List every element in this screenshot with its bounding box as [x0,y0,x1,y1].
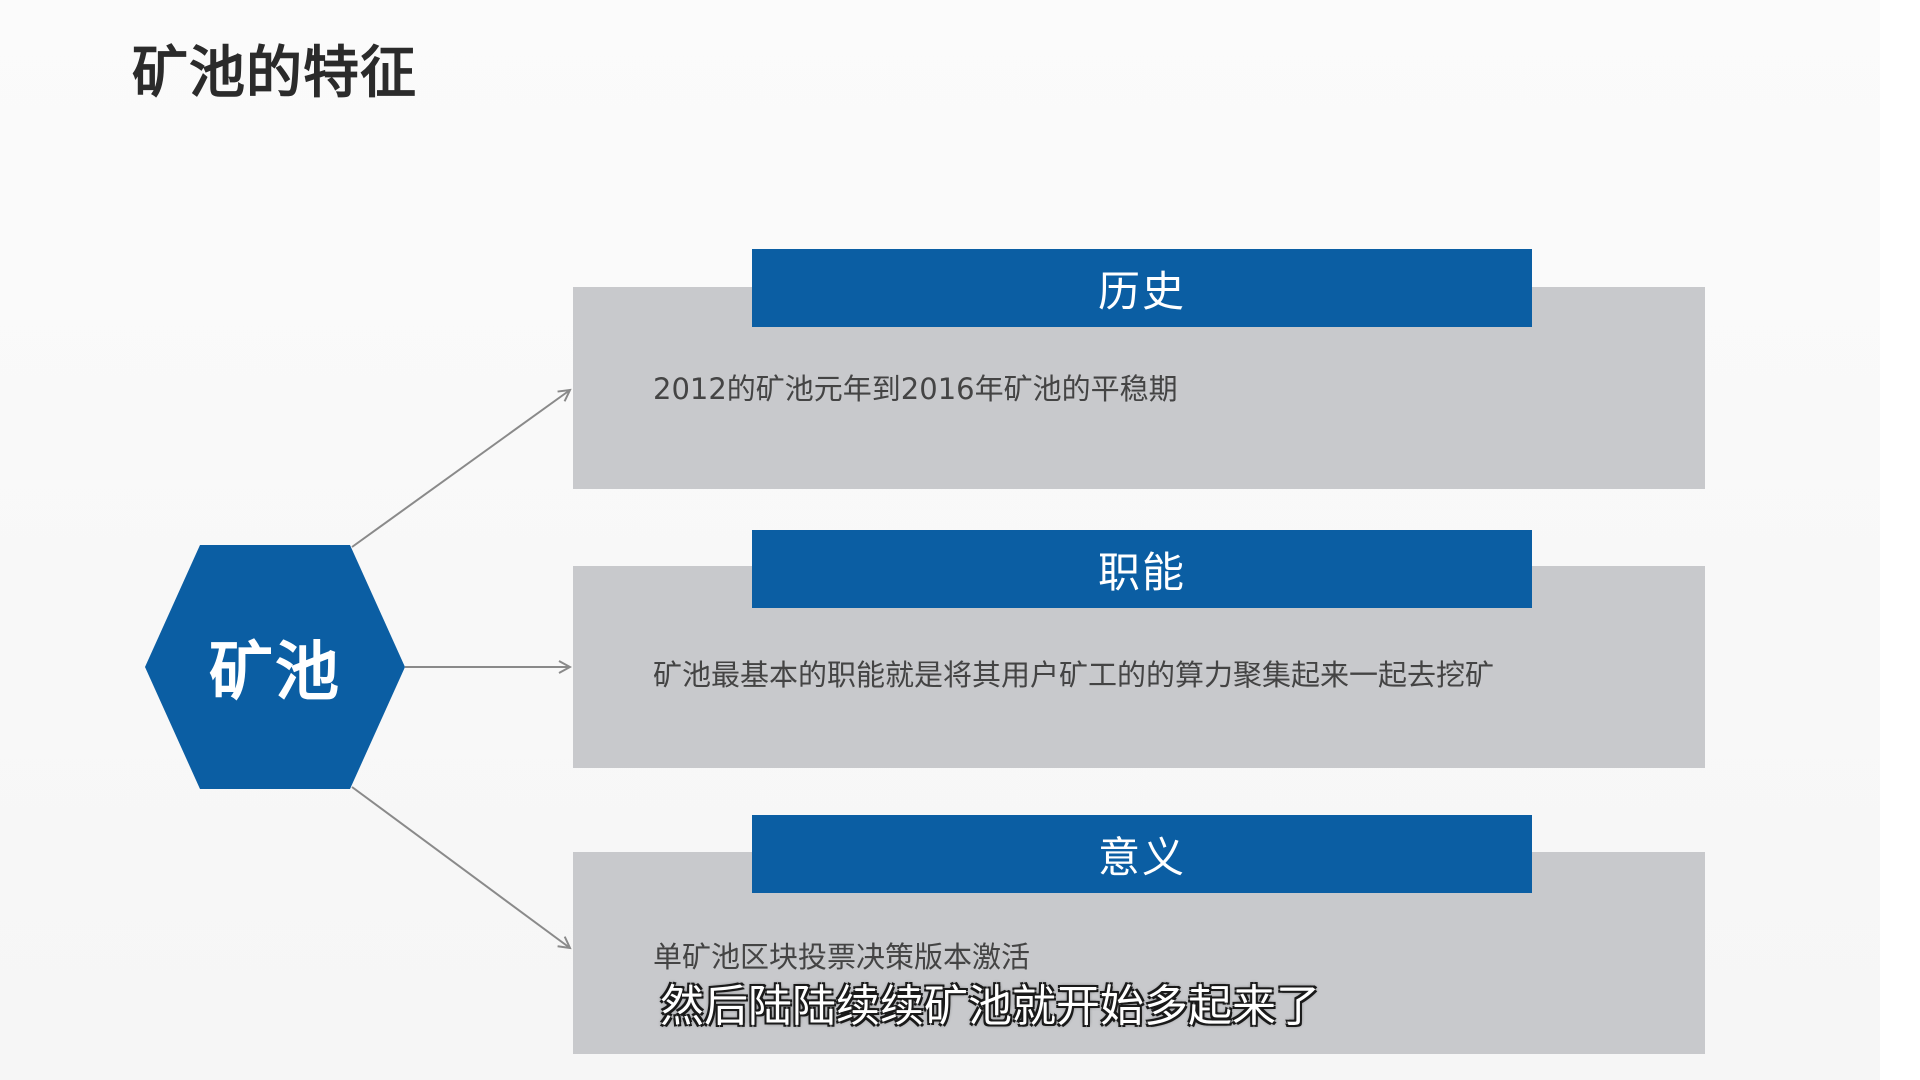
card-header-history: 历史 [752,249,1532,327]
card-text-meaning: 单矿池区块投票决策版本激活 [653,940,1031,974]
center-hexagon [145,545,405,789]
card-header-function: 职能 [752,530,1532,608]
page-title: 矿池的特征 [132,41,417,106]
card-text-function: 矿池最基本的职能就是将其用户矿工的的算力聚集起来一起去挖矿 [653,658,1495,692]
center-label: 矿池 [209,636,341,710]
video-subtitle: 然后陆陆续续矿池就开始多起来了 [660,981,1320,1032]
card-header-meaning: 意义 [752,815,1532,893]
card-text-history: 2012的矿池元年到2016年矿池的平稳期 [653,372,1178,406]
connector-arrow-history [351,390,570,548]
slide-edge [1880,0,1920,1080]
connector-arrow-meaning [351,786,570,948]
